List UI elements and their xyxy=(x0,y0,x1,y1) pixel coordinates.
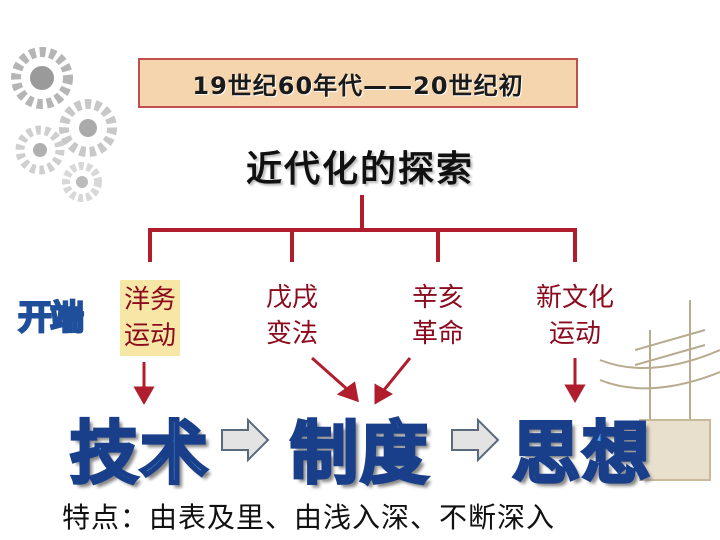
branch-line2: 运动 xyxy=(548,319,601,349)
branch-line1: 戊戌 xyxy=(265,283,318,313)
branch-westernization-movement: 洋务 运动 xyxy=(95,280,205,356)
stage-thought: 思想 xyxy=(510,414,653,496)
branch-hundred-days-reform: 戊戌 变法 xyxy=(237,280,347,352)
right-arrow-icon xyxy=(221,417,270,463)
branch-line1: 辛亥 xyxy=(411,283,464,313)
gear-icon xyxy=(59,99,117,157)
tree-connector xyxy=(148,195,577,262)
era-box: 19世纪60年代——20世纪初 xyxy=(138,58,578,108)
branch-xinhai-revolution: 辛亥 革命 xyxy=(383,280,493,352)
branch-line2: 变法 xyxy=(265,319,318,349)
arrow-icon xyxy=(374,357,412,405)
power-lines-icon xyxy=(599,300,720,481)
branch-line2: 运动 xyxy=(123,321,176,351)
arrow-icon xyxy=(311,356,359,403)
start-label: 开端 xyxy=(17,297,85,339)
branch-line1: 洋务 xyxy=(123,285,176,315)
branch-highlight: 洋务 运动 xyxy=(119,280,180,356)
feature-summary: 特点：由表及里、由浅入深、不断深入 xyxy=(62,501,556,534)
branch-line2: 革命 xyxy=(411,319,464,349)
arrow-icon xyxy=(564,358,586,404)
stage-technology: 技术 xyxy=(68,414,211,496)
gear-icon xyxy=(15,125,65,175)
branch-new-culture-movement: 新文化 运动 xyxy=(520,280,630,352)
right-arrow-icon xyxy=(451,417,500,463)
stage-institution: 制度 xyxy=(288,414,431,496)
diagram-title: 近代化的探索 xyxy=(245,149,474,190)
branch-line1: 新文化 xyxy=(535,283,614,313)
arrow-icon xyxy=(133,362,155,406)
gear-icon xyxy=(11,47,73,109)
gear-icon xyxy=(62,162,102,202)
